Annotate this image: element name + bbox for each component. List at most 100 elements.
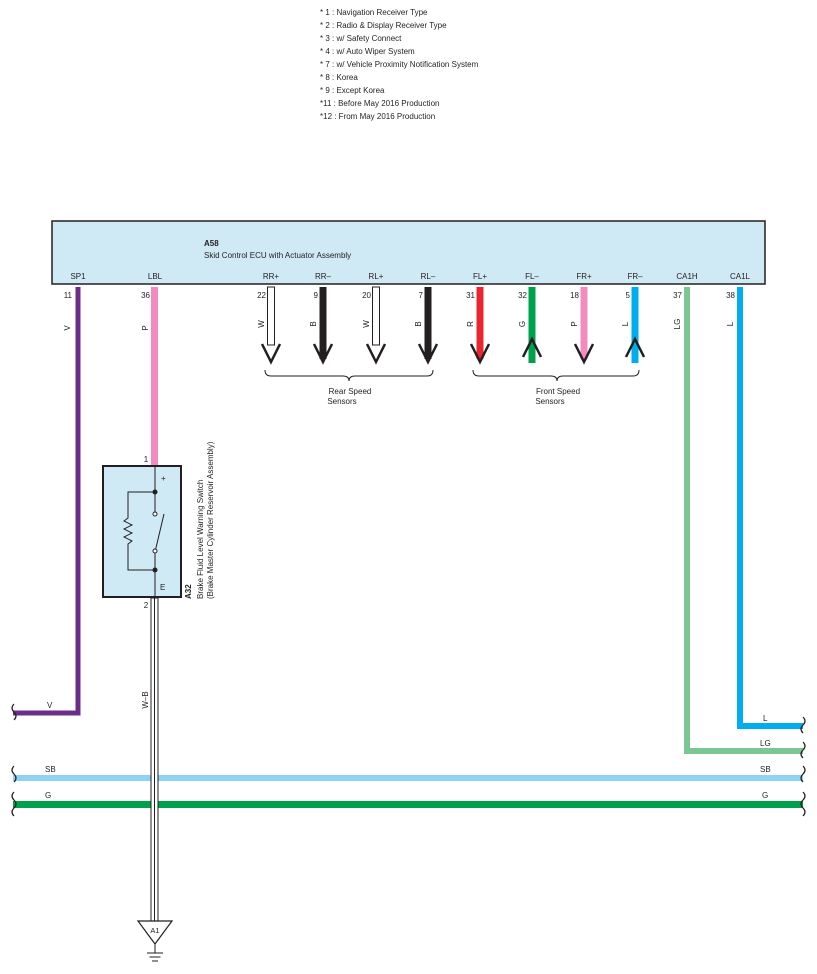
bus-sb-line [13, 775, 803, 781]
speed-sensor-wires [260, 286, 646, 365]
switch-term-e: E [160, 583, 165, 592]
break-mark-lg [800, 741, 806, 759]
pin-36: 36 [141, 291, 150, 300]
break-mark-g-left [11, 791, 17, 817]
wire-letter-lbl: P [141, 325, 150, 330]
break-mark-l [800, 716, 806, 734]
pin-11: 11 [64, 291, 73, 300]
resistor-icon [122, 491, 155, 571]
terminal-fr-minus: FR– [627, 272, 643, 281]
bus-lg-label: LG [760, 739, 771, 748]
note-3: * 3 : w/ Safety Connect [320, 34, 402, 43]
note-1: * 1 : Navigation Receiver Type [320, 8, 428, 17]
wire-letter-fl-plus: R [466, 321, 475, 327]
rear-sensor-label-1: Rear Speed [329, 387, 372, 396]
terminal-fl-minus: FL– [525, 272, 539, 281]
terminal-rl-plus: RL+ [369, 272, 384, 281]
wire-letter-fl-minus: G [518, 321, 527, 327]
arrow-fr-minus [624, 336, 646, 358]
terminal-sp1: SP1 [70, 272, 86, 281]
pin-5: 5 [626, 291, 631, 300]
pin-38: 38 [726, 291, 735, 300]
terminal-ca1h: CA1H [676, 272, 698, 281]
wire-letter-rr-minus: B [309, 321, 318, 326]
ground-wire: W–B [141, 597, 159, 923]
front-sensor-brace [472, 369, 640, 382]
switch-pin-bottom: 2 [144, 601, 149, 610]
front-sensor-label-2: Sensors [535, 397, 564, 406]
rear-sensor-label-2: Sensors [327, 397, 356, 406]
terminal-lbl: LBL [148, 272, 163, 281]
switch-subname: (Brake Master Cylinder Reservoir Assembl… [206, 441, 215, 599]
break-mark-sb-right [800, 765, 806, 783]
wire-letter-ca1h: LG [673, 319, 682, 330]
wire-rr-minus [319, 287, 327, 359]
wire-color-labels: V P W B W B R G P L LG L [63, 319, 735, 331]
note-6: * 8 : Korea [320, 73, 358, 82]
wire-fl-plus [476, 287, 484, 359]
note-2: * 2 : Radio & Display Receiver Type [320, 21, 447, 30]
switch-pivot-node [152, 548, 158, 554]
wire-letter-sp1: V [63, 325, 72, 331]
bus-sb-label-right: SB [760, 765, 771, 774]
terminal-rr-minus: RR– [315, 272, 332, 281]
pin-31: 31 [466, 291, 475, 300]
wire-w-b-label: W–B [141, 691, 150, 708]
bus-v-label: V [47, 701, 53, 710]
wire-letter-rr-plus: W [257, 320, 266, 328]
bus-g-label-right: G [762, 791, 768, 800]
bus-g-label-left: G [45, 791, 51, 800]
front-sensor-label-1: Front Speed [536, 387, 580, 396]
arrow-fl-plus [469, 343, 491, 365]
bus-l-label: L [763, 714, 768, 723]
wire-letter-rl-minus: B [414, 321, 423, 326]
ground-label: A1 [150, 926, 159, 935]
notes-legend: * 1 : Navigation Receiver Type * 2 : Rad… [320, 8, 479, 121]
note-5: * 7 : w/ Vehicle Proximity Notification … [320, 60, 479, 69]
terminal-ca1l: CA1L [730, 272, 751, 281]
note-7: * 9 : Except Korea [320, 86, 385, 95]
terminal-rl-minus: RL– [421, 272, 436, 281]
switch-term-plus: + [161, 474, 166, 483]
sensor-braces: Rear Speed Sensors Front Speed Sensors [264, 369, 640, 406]
ecu-code: A58 [204, 239, 219, 248]
arrow-rl-plus [365, 343, 387, 365]
terminal-fr-plus: FR+ [576, 272, 592, 281]
wire-letter-ca1l: L [726, 321, 735, 326]
rear-sensor-brace [264, 369, 434, 382]
wire-rl-minus [424, 287, 432, 359]
pin-9: 9 [314, 291, 319, 300]
ecu-name: Skid Control ECU with Actuator Assembly [204, 251, 351, 260]
bus-lines: SB SB G G V L LG [11, 287, 806, 817]
switch-node-top [152, 489, 158, 495]
pin-37: 37 [673, 291, 682, 300]
switch-node-bottom [152, 567, 158, 573]
wire-fr-plus [580, 287, 588, 359]
wire-rr-plus [267, 286, 275, 346]
arrow-fl-minus [521, 336, 543, 358]
switch-name: Brake Fluid Level Warning Switch [196, 480, 205, 599]
wire-letter-rl-plus: W [362, 320, 371, 328]
wire-lbl-p [151, 287, 158, 465]
pin-7: 7 [419, 291, 424, 300]
break-mark-sb-left [11, 765, 17, 783]
arrow-rr-plus [260, 343, 282, 365]
switch-code: A32 [184, 584, 193, 599]
ground-triangle [136, 920, 174, 946]
arrow-rl-minus [417, 343, 439, 365]
pin-20: 20 [362, 291, 371, 300]
pin-18: 18 [570, 291, 579, 300]
switch-contact-node [152, 511, 158, 517]
bus-g-line [13, 801, 803, 808]
pin-32: 32 [518, 291, 527, 300]
ecu-block: A58 Skid Control ECU with Actuator Assem… [51, 220, 766, 285]
break-mark-v [11, 703, 17, 721]
ecu-terminals: SP1 LBL RR+ RR– RL+ RL– FL+ FL– FR+ FR– … [64, 272, 751, 300]
wire-rl-plus [372, 286, 380, 346]
brake-fluid-switch: 1 + E A32 Brake Fluid Level Warning Swit… [102, 441, 215, 610]
note-9: *12 : From May 2016 Production [320, 112, 435, 121]
wire-letter-fr-minus: L [621, 321, 630, 326]
break-mark-g-right [800, 791, 806, 817]
wire-fr-minus [631, 287, 639, 363]
